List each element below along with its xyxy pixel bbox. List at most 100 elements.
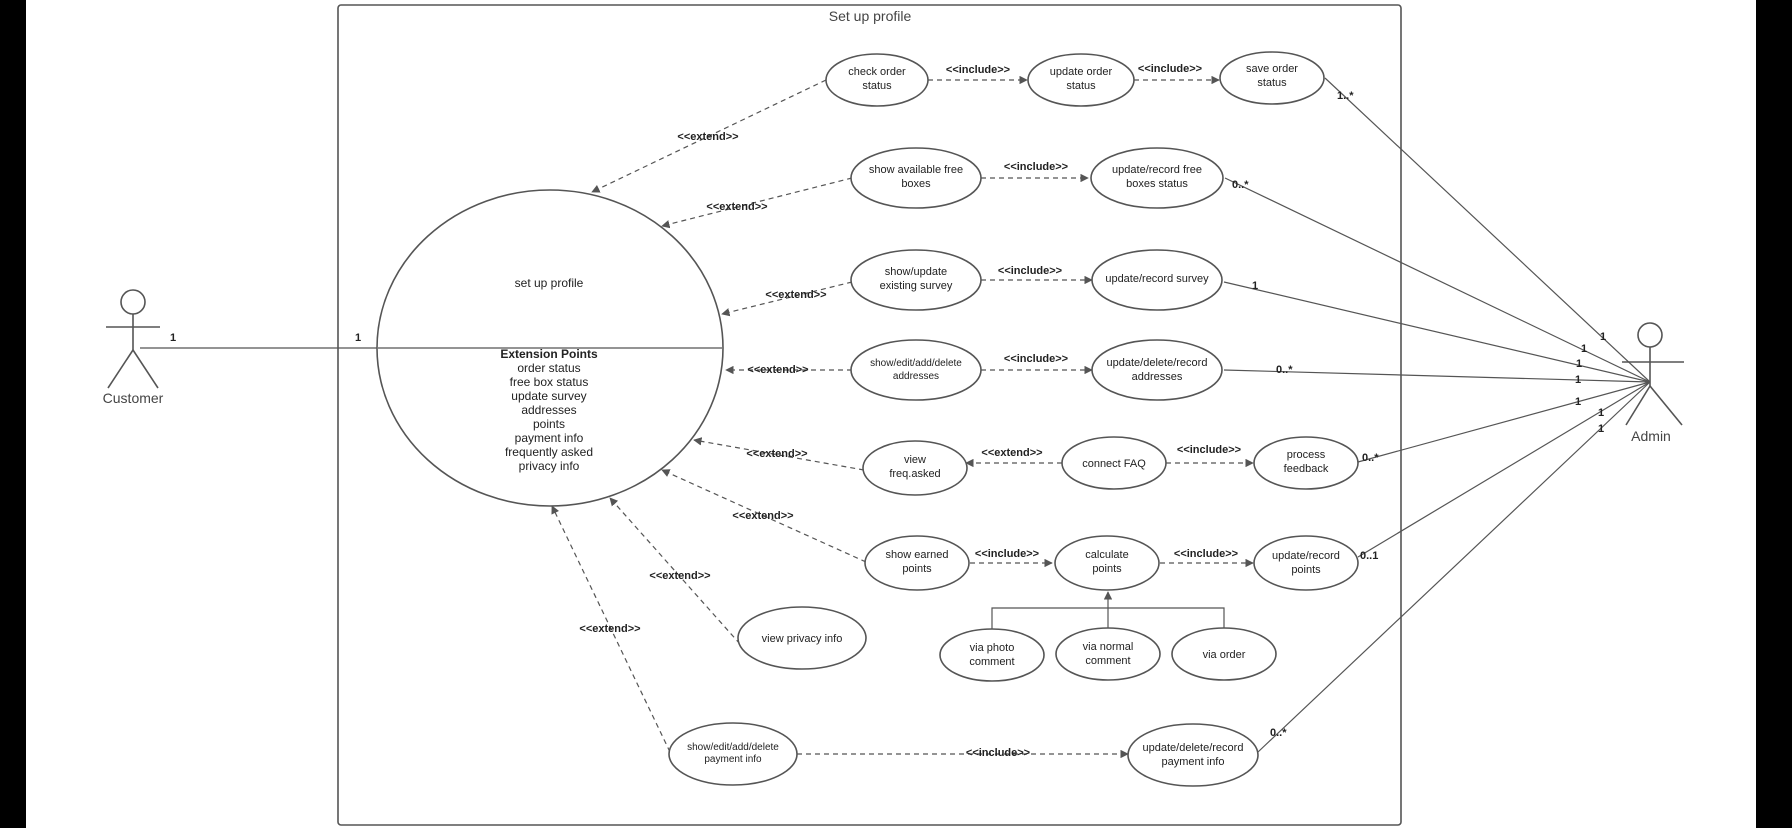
assoc-admin-update-pay bbox=[1257, 381, 1651, 753]
ext-point: addresses bbox=[521, 403, 576, 417]
main-use-case[interactable]: set up profile Extension Points order st… bbox=[376, 189, 724, 507]
label-extend-3: <<extend>> bbox=[765, 289, 826, 301]
use-case-process-feedback[interactable]: process feedback bbox=[1253, 436, 1359, 490]
mult-profile: 1 bbox=[355, 332, 361, 344]
use-case-view-privacy[interactable]: view privacy info bbox=[737, 606, 867, 670]
uc-label: status bbox=[1257, 77, 1287, 89]
system-title: Set up profile bbox=[829, 8, 912, 24]
label-include-8: <<include>> bbox=[1174, 548, 1238, 560]
use-case-via-normal[interactable]: via normal comment bbox=[1055, 627, 1161, 681]
assoc-admin-update-free bbox=[1224, 177, 1651, 383]
mult-admin-3: 1 bbox=[1576, 358, 1582, 370]
uc-label: process bbox=[1287, 449, 1326, 461]
uc-label: show available free bbox=[869, 164, 963, 176]
use-case-update-survey[interactable]: update/record survey bbox=[1091, 249, 1223, 311]
use-case-show-addresses[interactable]: show/edit/add/delete addresses bbox=[850, 339, 982, 401]
mult-save-order: 1..* bbox=[1337, 90, 1354, 102]
uc-label: via normal bbox=[1083, 641, 1134, 653]
ext-point: free box status bbox=[510, 375, 589, 389]
uc-label: show/edit/add/delete bbox=[687, 742, 779, 753]
ext-point: points bbox=[533, 417, 565, 431]
label-include-4: <<include>> bbox=[998, 265, 1062, 277]
use-case-update-points[interactable]: update/record points bbox=[1253, 535, 1359, 591]
label-extend-5: <<extend>> bbox=[746, 448, 807, 460]
actor-admin-label: Admin bbox=[1631, 428, 1671, 444]
mult-update-addr: 0..* bbox=[1276, 364, 1293, 376]
label-include-7: <<include>> bbox=[975, 548, 1039, 560]
uc-label: update/record survey bbox=[1105, 273, 1209, 285]
uc-label: existing survey bbox=[880, 280, 953, 292]
use-case-calculate-points[interactable]: calculate points bbox=[1054, 535, 1160, 591]
mult-update-points: 0..1 bbox=[1360, 550, 1378, 562]
ext-point: update survey bbox=[511, 389, 586, 403]
use-case-show-payment[interactable]: show/edit/add/delete payment info bbox=[668, 722, 798, 786]
use-case-show-points[interactable]: show earned points bbox=[864, 535, 970, 591]
use-case-update-order[interactable]: update order status bbox=[1027, 53, 1135, 107]
assoc-admin-update-survey bbox=[1223, 281, 1651, 383]
use-case-update-addresses[interactable]: update/delete/record addresses bbox=[1091, 339, 1223, 401]
uc-label: freq.asked bbox=[889, 468, 940, 480]
use-case-connect-faq[interactable]: connect FAQ bbox=[1061, 436, 1167, 490]
use-case-show-free-boxes[interactable]: show available free boxes bbox=[850, 147, 982, 209]
extend-relations bbox=[551, 79, 1062, 753]
uc-label: addresses bbox=[893, 371, 939, 382]
relation-labels: <<extend>> <<extend>> <<extend>> <<exten… bbox=[579, 63, 1241, 759]
mult-process-fb: 0..* bbox=[1362, 452, 1379, 464]
uc-label: update/delete/record bbox=[1107, 357, 1208, 369]
uc-label: update/delete/record bbox=[1143, 742, 1244, 754]
uc-label: points bbox=[1291, 564, 1321, 576]
associations bbox=[140, 77, 1651, 753]
mult-update-free: 0..* bbox=[1232, 179, 1249, 191]
actor-customer-label: Customer bbox=[103, 390, 164, 406]
assoc-admin-process-fb bbox=[1357, 381, 1651, 463]
ext-point: privacy info bbox=[519, 459, 580, 473]
use-case-show-survey[interactable]: show/update existing survey bbox=[850, 249, 982, 311]
label-extend-8: <<extend>> bbox=[579, 623, 640, 635]
mult-admin-6: 1 bbox=[1598, 407, 1604, 419]
use-case-via-order[interactable]: via order bbox=[1171, 627, 1277, 681]
uc-label: show earned bbox=[886, 549, 949, 561]
extend-check-order bbox=[591, 79, 827, 193]
label-include-5: <<include>> bbox=[1004, 353, 1068, 365]
mult-update-pay: 0..* bbox=[1270, 727, 1287, 739]
actor-customer[interactable]: Customer bbox=[103, 289, 164, 406]
label-include-6: <<include>> bbox=[1177, 444, 1241, 456]
label-extend-1: <<extend>> bbox=[677, 131, 738, 143]
mult-admin-2: 1 bbox=[1581, 343, 1587, 355]
multiplicities: 1 1 1..* 0..* 1 0..* 0..* 0..1 0..* 1 1 … bbox=[170, 90, 1606, 739]
uc-label: connect FAQ bbox=[1082, 458, 1146, 470]
label-include-3: <<include>> bbox=[1004, 161, 1068, 173]
use-case-update-payment[interactable]: update/delete/record payment info bbox=[1127, 723, 1259, 787]
label-include-9: <<include>> bbox=[966, 747, 1030, 759]
uc-label: comment bbox=[1085, 655, 1130, 667]
uc-label: payment info bbox=[1162, 756, 1225, 768]
mult-admin-4: 1 bbox=[1575, 374, 1581, 386]
main-use-case-title: set up profile bbox=[515, 276, 584, 290]
label-extend-7: <<extend>> bbox=[649, 570, 710, 582]
uc-label: boxes status bbox=[1126, 178, 1188, 190]
mult-customer: 1 bbox=[170, 332, 176, 344]
label-extend-faq: <<extend>> bbox=[981, 447, 1042, 459]
mult-update-survey: 1 bbox=[1252, 280, 1258, 292]
use-case-view-faq[interactable]: view freq.asked bbox=[862, 440, 968, 496]
extend-show-pay bbox=[551, 505, 671, 753]
use-case-update-free-boxes[interactable]: update/record free boxes status bbox=[1090, 147, 1224, 209]
uc-label: status bbox=[862, 80, 892, 92]
uc-label: addresses bbox=[1132, 371, 1183, 383]
use-case-check-order[interactable]: check order status bbox=[825, 53, 929, 107]
label-include-2: <<include>> bbox=[1138, 63, 1202, 75]
uc-label: feedback bbox=[1284, 463, 1329, 475]
extend-view-privacy bbox=[609, 497, 741, 645]
uc-label: show/update bbox=[885, 266, 947, 278]
use-case-via-photo[interactable]: via photo comment bbox=[939, 628, 1045, 682]
uc-label: check order bbox=[848, 66, 906, 78]
ext-point: order status bbox=[517, 361, 580, 375]
assoc-admin-update-points bbox=[1357, 381, 1651, 558]
mult-admin-5: 1 bbox=[1575, 396, 1581, 408]
actor-admin[interactable]: Admin bbox=[1622, 322, 1684, 444]
include-relations bbox=[797, 75, 1254, 759]
uc-label: via order bbox=[1203, 649, 1246, 661]
uc-label: payment info bbox=[704, 754, 762, 765]
use-case-save-order[interactable]: save order status bbox=[1219, 51, 1325, 105]
label-include-1: <<include>> bbox=[946, 64, 1010, 76]
